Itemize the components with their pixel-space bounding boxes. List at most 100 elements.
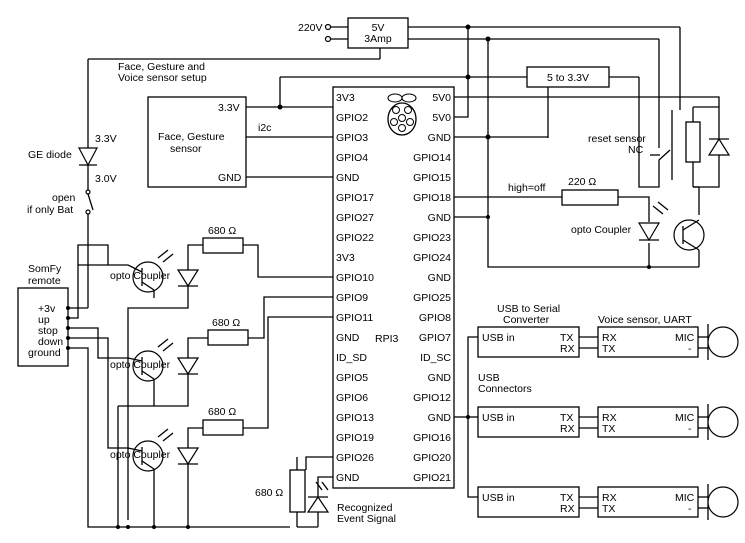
rpi-right-pin-7: GND xyxy=(428,212,452,224)
resistor-1 xyxy=(202,237,244,254)
voice-tx-label: TX xyxy=(602,503,615,515)
voice-tx-label: TX xyxy=(602,343,615,355)
rpi-left-pin-3: GPIO3 xyxy=(336,132,368,144)
rpi-left-pin-10: GPIO10 xyxy=(336,272,374,284)
voice-header: Voice sensor, UART xyxy=(598,314,692,326)
ge-diode-v-bottom: 3.0V xyxy=(95,173,117,185)
voice-dash-label: - xyxy=(688,423,692,435)
event-resistor xyxy=(289,469,306,513)
resistor-3 xyxy=(202,419,244,436)
voice-dash-label: - xyxy=(688,343,692,355)
somfy-pin-stop: stop xyxy=(38,325,58,337)
ge-diode-symbol xyxy=(78,147,98,167)
rpi-right-pin-19: GPIO20 xyxy=(413,452,451,464)
rpi-right-pin-15: GND xyxy=(428,372,452,384)
voice-mic-label: MIC xyxy=(675,412,695,424)
regulator-label: 5 to 3.3V xyxy=(547,72,589,84)
rpi-left-pin-13: GND xyxy=(336,332,360,344)
usb-in-label: USB in xyxy=(482,492,515,504)
usb-header-1: USB to Serial xyxy=(497,303,560,315)
flyback-diode-icon xyxy=(707,137,731,156)
rpi-left-pin-9: 3V3 xyxy=(336,252,355,264)
somfy-title-1: SomFy xyxy=(28,263,62,275)
usb-converter-2 xyxy=(477,406,580,438)
microphone-icon xyxy=(707,326,739,358)
rpi-right-pin-17: GND xyxy=(428,412,452,424)
rpi-left-pin-18: GPIO19 xyxy=(336,432,374,444)
voice-mic-label: MIC xyxy=(675,492,695,504)
rpi-left-pin-12: GPIO11 xyxy=(336,312,373,324)
usb-header-2: Converter xyxy=(503,314,550,326)
opto-coupler-3: opto Coupler 680 Ω xyxy=(110,316,333,529)
rpi-name: RPI3 xyxy=(375,333,399,345)
rpi-header: RPI3 3V3GPIO2GPIO3GPIO4GNDGPIO17GPIO27GP… xyxy=(332,86,455,489)
usb-converter-1 xyxy=(477,326,580,358)
face-gesture-sensor: Face, Gesture and Voice sensor setup Fac… xyxy=(118,61,333,188)
somfy-pin-up: up xyxy=(38,314,50,326)
opto-3-led-icon xyxy=(176,447,200,466)
psu-current: 3Amp xyxy=(364,33,392,45)
opto-3-label: opto Coupler xyxy=(110,449,171,461)
rpi-left-pin-16: GPIO6 xyxy=(336,392,368,404)
reset-transistor-icon xyxy=(673,219,705,251)
relay-coil xyxy=(685,121,701,163)
face-sensor-name-2: sensor xyxy=(170,143,202,155)
power-supply: 220V 5V 3Amp xyxy=(298,17,680,49)
reset-resistor-label: 220 Ω xyxy=(568,176,596,188)
rpi-right-pin-2: 5V0 xyxy=(432,112,451,124)
event-resistor-label: 680 Ω xyxy=(255,487,283,499)
opto-1-label: opto Coupler xyxy=(110,270,171,282)
ge-diode-label: GE diode xyxy=(28,149,72,161)
voice-tx-label: TX xyxy=(602,423,615,435)
conv-tx-label: TX xyxy=(560,492,573,504)
rpi-right-pin-14: ID_SC xyxy=(420,352,451,364)
usb-connectors-1: USB xyxy=(478,372,500,384)
somfy-pin-down: down xyxy=(38,336,63,348)
conv-tx-label: TX xyxy=(560,332,573,344)
usb-in-label: USB in xyxy=(482,412,515,424)
event-label-2: Event Signal xyxy=(337,513,396,525)
usb-connectors-2: Connectors xyxy=(478,383,532,395)
resistor-2 xyxy=(207,329,249,346)
regulator: 5 to 3.3V xyxy=(280,66,640,176)
microphone-icon xyxy=(707,406,739,438)
reset-led-icon xyxy=(637,222,661,242)
rpi-right-pin-11: GPIO25 xyxy=(413,292,451,304)
rpi-right-pin-1: 5V0 xyxy=(432,92,451,104)
somfy-remote: SomFy remote +3v up stop down ground xyxy=(17,244,290,528)
reset-resistor xyxy=(561,189,619,206)
resistor-1-label: 680 Ω xyxy=(208,225,236,237)
rpi-left-pin-8: GPIO22 xyxy=(336,232,374,244)
face-sensor-gnd-pin: GND xyxy=(218,172,242,184)
power-rails xyxy=(454,24,720,269)
mains-input-label: 220V xyxy=(298,22,323,34)
voice-sensor-2 xyxy=(597,406,699,438)
opto-1-led-icon xyxy=(176,269,200,288)
rpi-right-pin-18: GPIO16 xyxy=(413,432,451,444)
conv-rx-label: RX xyxy=(560,343,575,355)
face-sensor-box xyxy=(147,96,247,188)
raspberry-logo-icon xyxy=(387,93,417,136)
event-label-1: Recognized xyxy=(337,502,393,514)
switch-label-2: if only Bat xyxy=(27,204,73,216)
rpi-left-pin-14: ID_SD xyxy=(336,352,367,364)
rpi-right-pin-5: GPIO15 xyxy=(413,172,451,184)
face-sensor-3v3-pin: 3.3V xyxy=(218,102,240,114)
reset-circuit: reset sensor NC high=off 220 Ω opto Coup… xyxy=(454,27,731,267)
rpi-right-pin-20: GPIO21 xyxy=(413,472,451,484)
rpi-right-pin-13: GPIO7 xyxy=(419,332,451,344)
rpi-left-pins: 3V3GPIO2GPIO3GPIO4GNDGPIO17GPIO27GPIO223… xyxy=(336,92,374,484)
voice-rx-label: RX xyxy=(602,332,617,344)
rpi-left-pin-17: GPIO13 xyxy=(336,412,374,424)
rpi-left-pin-11: GPIO9 xyxy=(336,292,368,304)
high-off-label: high=off xyxy=(508,182,546,194)
ge-diode-branch: 3.3V GE diode 3.0V open if only Bat xyxy=(27,48,381,308)
voice-sensor-1 xyxy=(597,326,699,358)
voice-mic-label: MIC xyxy=(675,332,695,344)
usb-section: USB to Serial Converter Voice sensor, UA… xyxy=(454,303,739,520)
rpi-right-pins: 5V05V0GNDGPIO14GPIO15GPIO18GNDGPIO23GPIO… xyxy=(413,92,451,484)
reset-label-1: reset sensor xyxy=(588,133,646,145)
